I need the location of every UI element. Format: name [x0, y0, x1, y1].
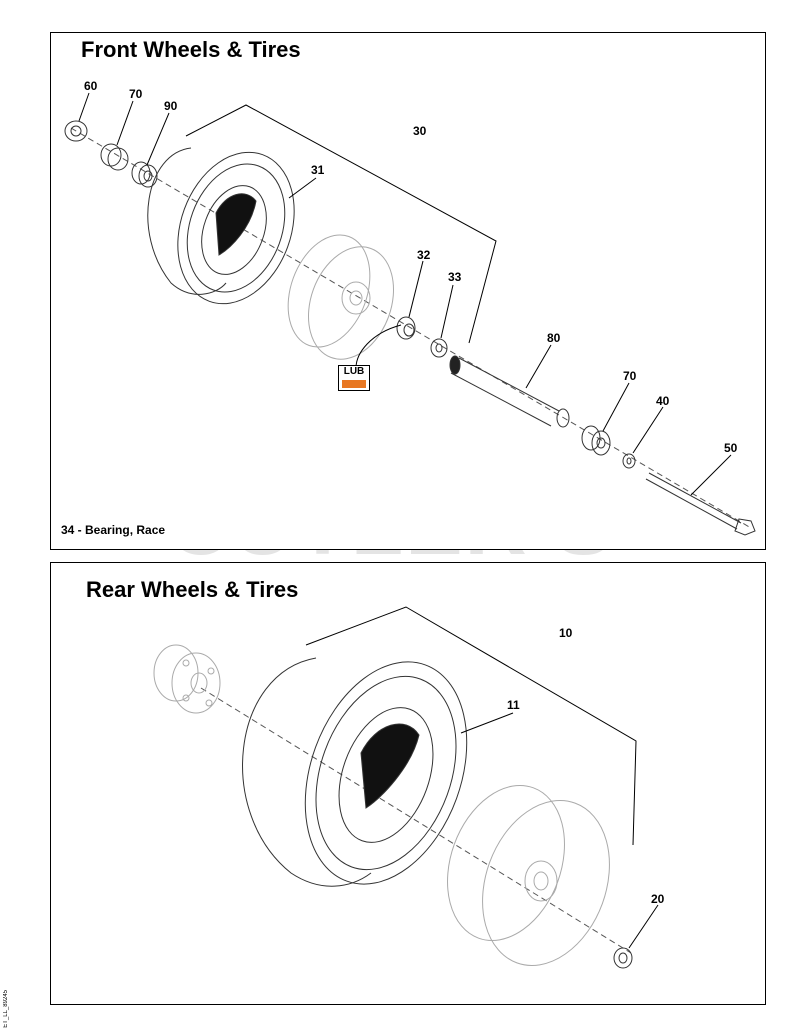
washer-33	[430, 338, 448, 358]
callout-70-left: 70	[129, 87, 143, 101]
rear-axle-centerline	[200, 687, 632, 954]
document-code: ET_LL_89245	[3, 990, 9, 1028]
front-wheels-panel: Front Wheels & Tires	[50, 32, 766, 550]
callout-31: 31	[311, 163, 325, 177]
axle-tube-80	[449, 355, 570, 428]
callout-50: 50	[724, 441, 738, 455]
lub-label: LUB	[343, 366, 365, 377]
front-panel-title: Front Wheels & Tires	[81, 37, 301, 62]
front-exploded-diagram: 60 70 90 30 31 32 33 80 70 40 50	[64, 79, 756, 536]
callout-32: 32	[417, 248, 431, 262]
front-rim	[287, 234, 395, 360]
callout-30: 30	[413, 124, 427, 138]
bearing-90	[131, 161, 158, 188]
front-note-34: 34 - Bearing, Race	[61, 523, 166, 537]
callout-10: 10	[559, 626, 573, 640]
callout-80: 80	[547, 331, 561, 345]
bearing-32	[396, 316, 416, 340]
nut-20	[613, 947, 633, 969]
spacer-70-left	[100, 143, 129, 171]
callout-90: 90	[164, 99, 178, 113]
callout-40: 40	[656, 394, 670, 408]
callout-70-right: 70	[623, 369, 637, 383]
rear-tire-11	[242, 657, 468, 887]
lub-icon	[342, 380, 366, 388]
callout-33: 33	[448, 270, 462, 284]
rear-rim	[447, 785, 610, 966]
front-leader-lines	[78, 92, 732, 496]
rear-wheels-panel: Rear Wheels & Tires	[50, 562, 766, 1005]
callout-20: 20	[651, 892, 665, 906]
lub-symbol: LUB	[338, 365, 370, 391]
callout-60: 60	[84, 79, 98, 93]
rear-exploded-diagram: 10 11 20	[153, 606, 665, 969]
rear-panel-title: Rear Wheels & Tires	[86, 577, 299, 602]
spacer-70-right	[581, 425, 611, 456]
front-tire-31	[147, 147, 295, 305]
callout-11: 11	[507, 698, 520, 712]
rear-leader-lines	[460, 712, 659, 949]
rear-hub	[153, 644, 221, 714]
nut-60	[64, 120, 88, 142]
bracket-30	[185, 104, 497, 344]
bolt-50	[645, 472, 756, 536]
washer-40	[622, 453, 636, 469]
front-axle-centerline	[70, 127, 752, 529]
bracket-10	[305, 606, 637, 846]
